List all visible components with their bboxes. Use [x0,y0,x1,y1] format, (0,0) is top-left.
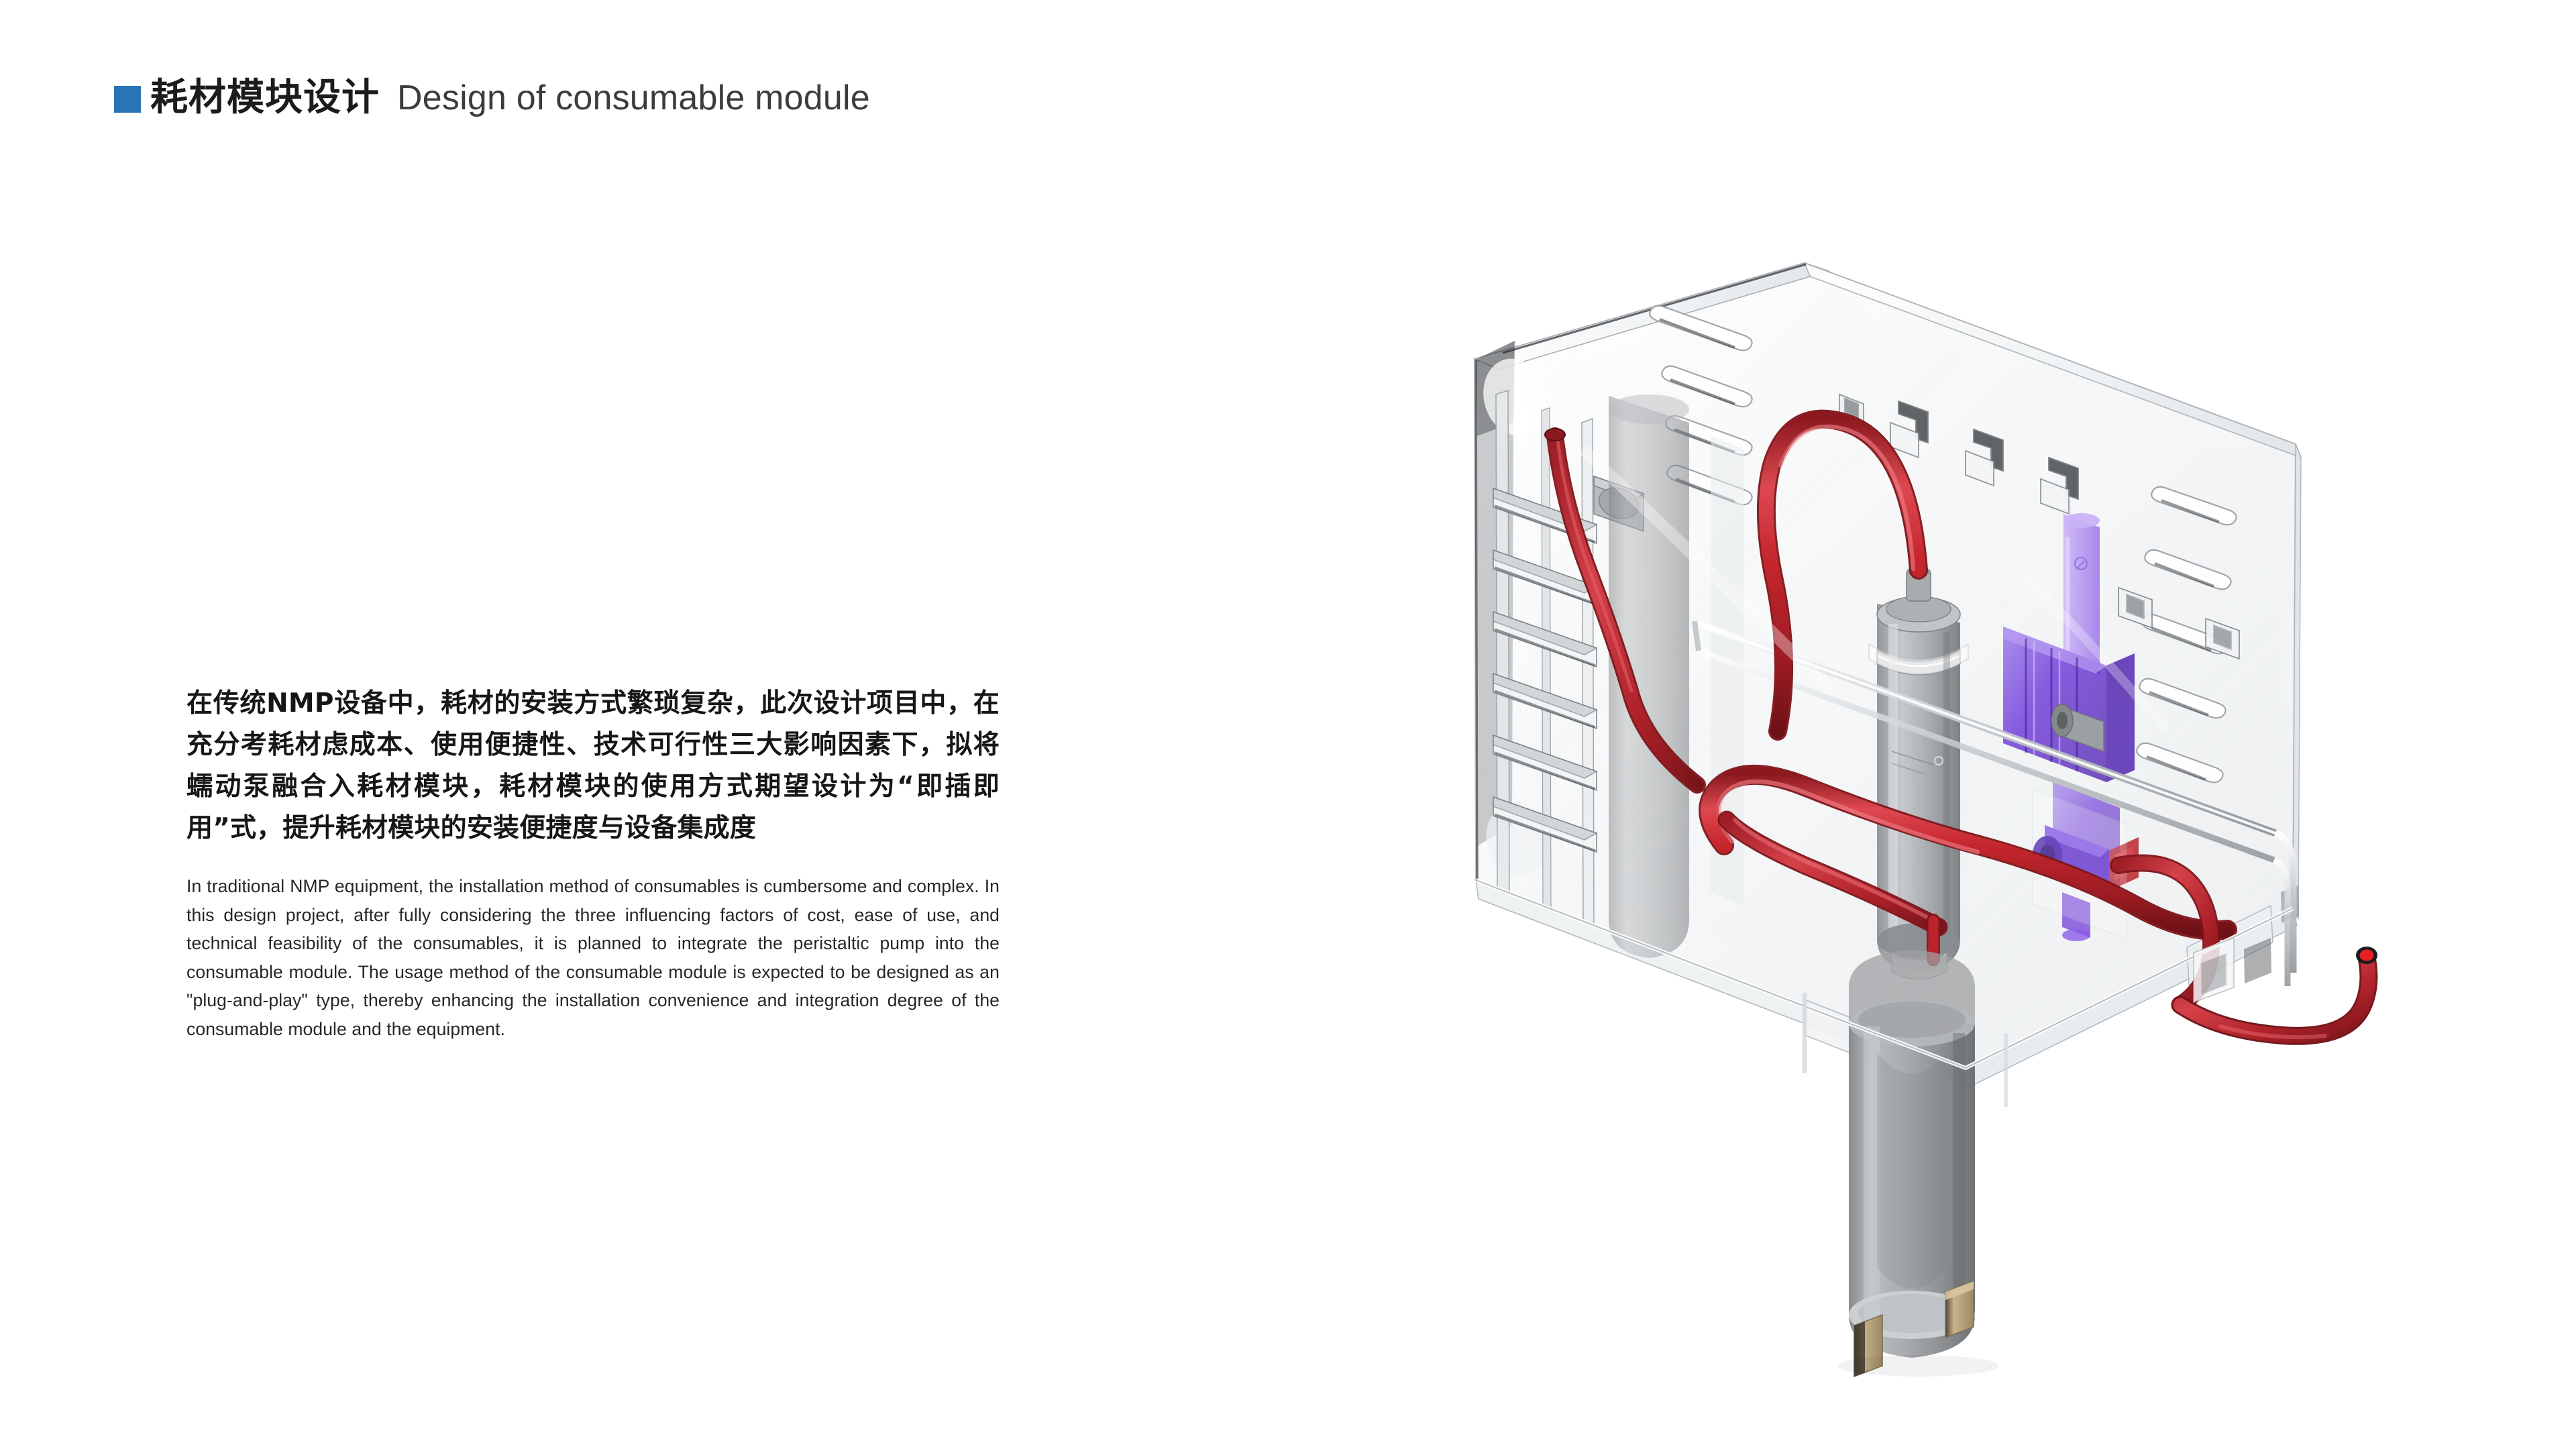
violet-valve-manifold [2003,513,2139,941]
page-title-cn: 耗材模块设计 [150,76,380,119]
pump-motor [1849,950,1975,1378]
page-header: 耗材模块设计 Design of consumable module [114,79,870,117]
motor-terminals [1854,1280,1974,1378]
clip-hooks [1839,393,2240,660]
description-paragraph-en: In traditional NMP equipment, the instal… [186,876,1000,1039]
guide-rods [1692,620,2297,986]
page-title-en: Design of consumable module [397,78,870,117]
left-rib-rack [1493,389,1645,926]
blue-square-bullet-icon [114,85,141,113]
housing-foreground-edges [1474,445,2294,1107]
description-text-block: 在传统NMP设备中，耗材的安装方式繁琐复杂，此次设计项目中，在充分考耗材虑成本、… [186,683,1000,1043]
consumable-module-render [1429,221,2435,1429]
tube-outlet-tip [2356,947,2377,964]
red-tubing [1544,409,2378,1045]
description-paragraph-cn: 在传统NMP设备中，耗材的安装方式繁琐复杂，此次设计项目中，在充分考耗材虑成本、… [186,688,1000,843]
render-svg [1472,262,2378,1378]
